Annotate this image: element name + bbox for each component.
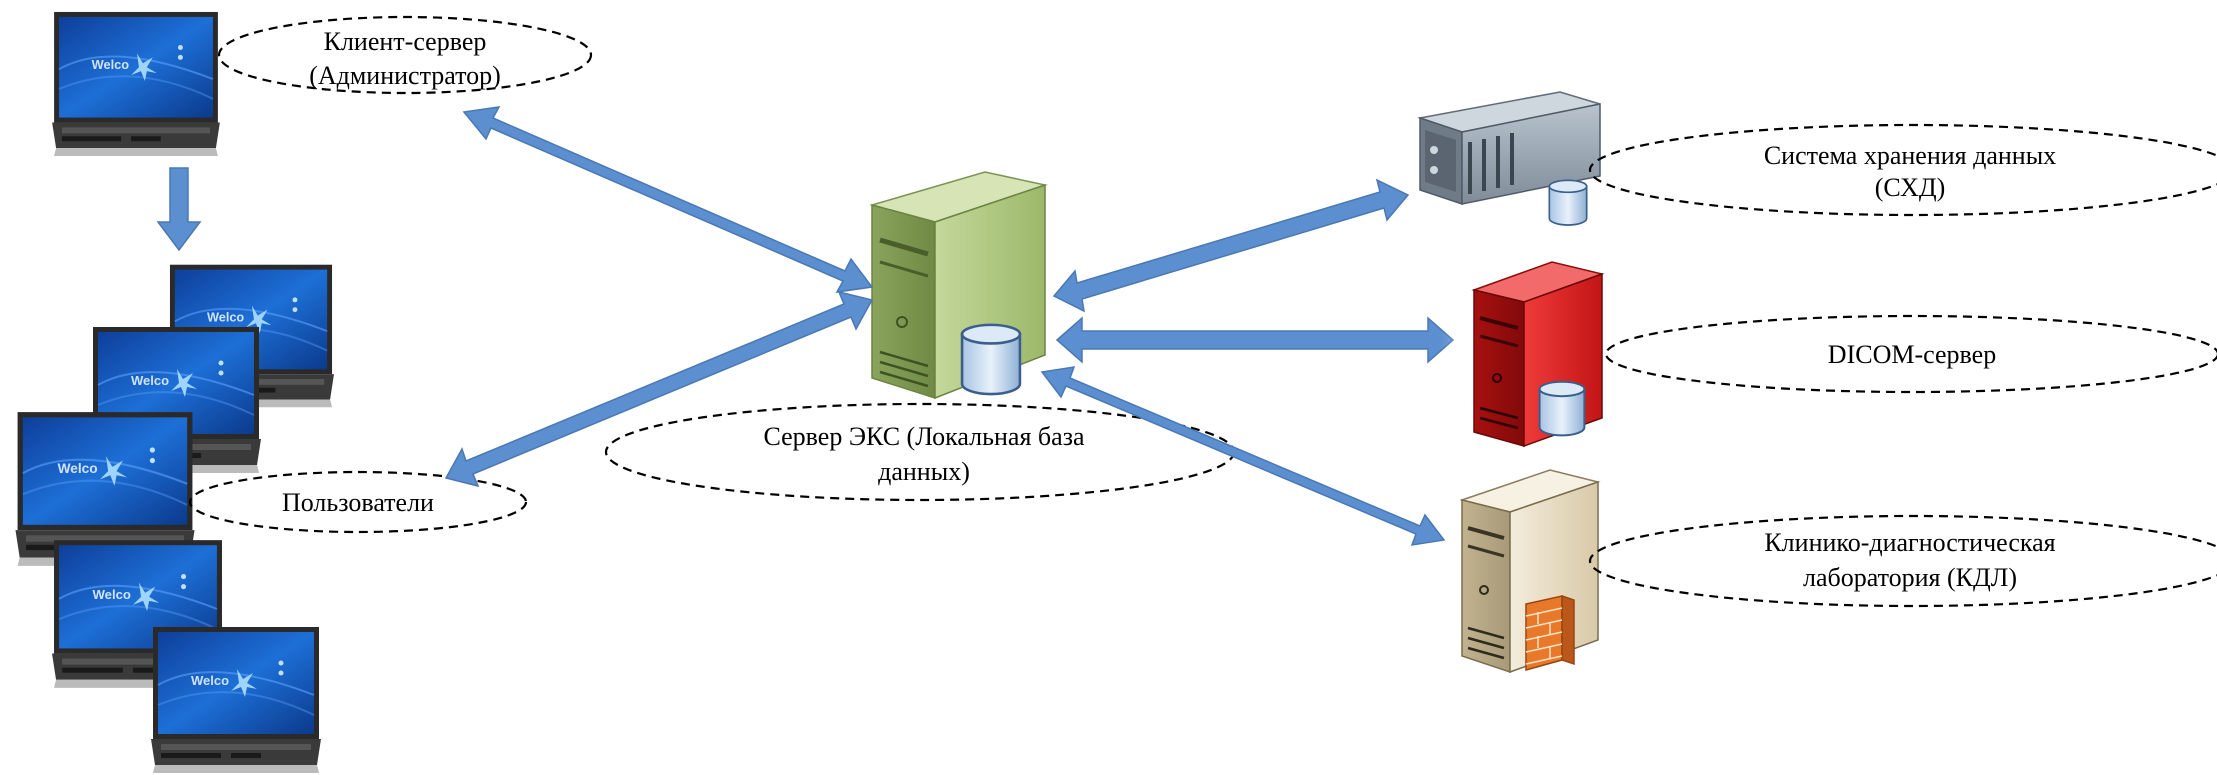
- firewall-icon: [1525, 594, 1575, 671]
- lab-node: Клинико-диагностическая лаборатория (КДЛ…: [1588, 514, 2217, 608]
- dicom-label-ellipse: [1604, 314, 2217, 394]
- admin-node: Клиент-сервер (Администратор): [217, 15, 593, 95]
- storage-node: Система хранения данных (СХД): [1588, 123, 2217, 217]
- admin-laptop-icon: [52, 10, 220, 158]
- lab-label-line1: Клинико-диагностическая: [1764, 528, 2055, 557]
- admin-label-line1: Клиент-сервер: [324, 27, 487, 56]
- storage-label-line2: (СХД): [1875, 173, 1946, 202]
- dicom-node: DICOM-сервер: [1604, 314, 2217, 394]
- server-label-line2: данных): [878, 457, 970, 486]
- lab-label-line2: лаборатория (КДЛ): [1803, 563, 2017, 592]
- dicom-server-icon: [1440, 240, 1620, 448]
- server-storage-arrow: [1052, 178, 1410, 313]
- lab-label-ellipse: [1588, 514, 2217, 608]
- dicom-label: DICOM-сервер: [1828, 340, 1996, 369]
- users-label-ellipse: [188, 470, 528, 534]
- storage-label-ellipse: [1588, 123, 2217, 217]
- server-node: Сервер ЭКС (Локальная база данных): [604, 402, 1236, 502]
- users-node: Пользователи: [188, 470, 528, 534]
- server-label-line1: Сервер ЭКС (Локальная база: [763, 422, 1084, 451]
- dicom-database-icon: [1538, 380, 1586, 437]
- storage-database-icon: [1548, 179, 1588, 226]
- users-server-arrow: [444, 290, 874, 488]
- admin-label-line2: (Администратор): [309, 61, 501, 90]
- server-lab-arrow: [1040, 366, 1446, 546]
- admin-server-arrow: [462, 106, 874, 293]
- admin-to-users-arrow: [156, 167, 202, 252]
- user-laptop-icon: [149, 625, 323, 775]
- server-dicom-arrow: [1055, 316, 1455, 364]
- storage-label-line1: Система хранения данных: [1764, 141, 2056, 170]
- storage-rack-icon: [1417, 80, 1601, 220]
- central-database-icon: [960, 323, 1022, 396]
- admin-label-ellipse: [217, 15, 593, 95]
- users-label: Пользователи: [282, 488, 434, 517]
